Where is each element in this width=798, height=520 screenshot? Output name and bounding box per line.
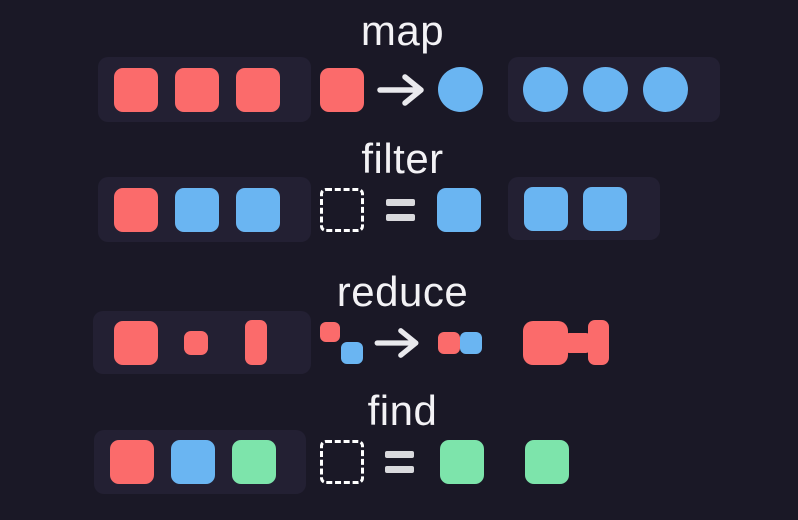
red-chip xyxy=(438,331,460,354)
filter-input-array xyxy=(98,177,311,242)
green-square xyxy=(525,440,569,484)
map-operation xyxy=(320,57,483,122)
red-square-lg xyxy=(114,320,158,365)
red-rect-tall xyxy=(245,320,267,365)
find-input-array xyxy=(94,430,306,494)
red-square xyxy=(175,67,219,112)
map-output-array xyxy=(508,57,720,122)
map-label: map xyxy=(360,7,445,54)
red-square xyxy=(114,67,158,112)
blue-square xyxy=(583,186,627,231)
merged-block-large xyxy=(523,320,568,365)
blue-square xyxy=(524,186,568,231)
equals-icon xyxy=(385,451,414,473)
reduce-input-array xyxy=(93,311,311,374)
blue-chip xyxy=(341,341,363,364)
blue-chip xyxy=(460,331,482,354)
red-square xyxy=(110,440,154,484)
blue-square xyxy=(171,440,215,484)
find-operation xyxy=(320,430,484,494)
red-square xyxy=(236,67,280,112)
blue-square xyxy=(175,187,219,232)
reduce-operation xyxy=(320,311,482,374)
blue-circle xyxy=(523,67,568,112)
red-square xyxy=(320,67,364,112)
dashed-placeholder xyxy=(320,187,364,232)
blue-circle xyxy=(643,67,688,112)
reduce-label: reduce xyxy=(336,268,469,315)
filter-label: filter xyxy=(361,135,444,182)
blue-circle xyxy=(438,67,483,112)
dashed-placeholder xyxy=(320,440,364,484)
green-square xyxy=(440,440,484,484)
arrow-icon xyxy=(374,327,419,358)
find-output-result xyxy=(525,430,569,494)
red-chip-sm xyxy=(320,321,340,342)
reduce-output-merged-shape xyxy=(523,311,609,374)
filter-operation xyxy=(320,177,481,242)
red-square xyxy=(114,187,158,232)
blue-circle xyxy=(583,67,628,112)
arrow-icon xyxy=(377,73,424,106)
merged-connector xyxy=(564,332,591,353)
merged-block-tall xyxy=(588,320,609,365)
find-label: find xyxy=(367,387,438,434)
reduce-combined-pair xyxy=(438,331,482,354)
red-square-sm xyxy=(184,330,208,355)
equals-icon xyxy=(386,198,415,221)
map-input-array xyxy=(98,57,311,122)
blue-square xyxy=(437,187,481,232)
green-square xyxy=(232,440,276,484)
reduce-accumulator-pair xyxy=(320,321,363,364)
blue-square xyxy=(236,187,280,232)
filter-output-array xyxy=(508,177,660,240)
